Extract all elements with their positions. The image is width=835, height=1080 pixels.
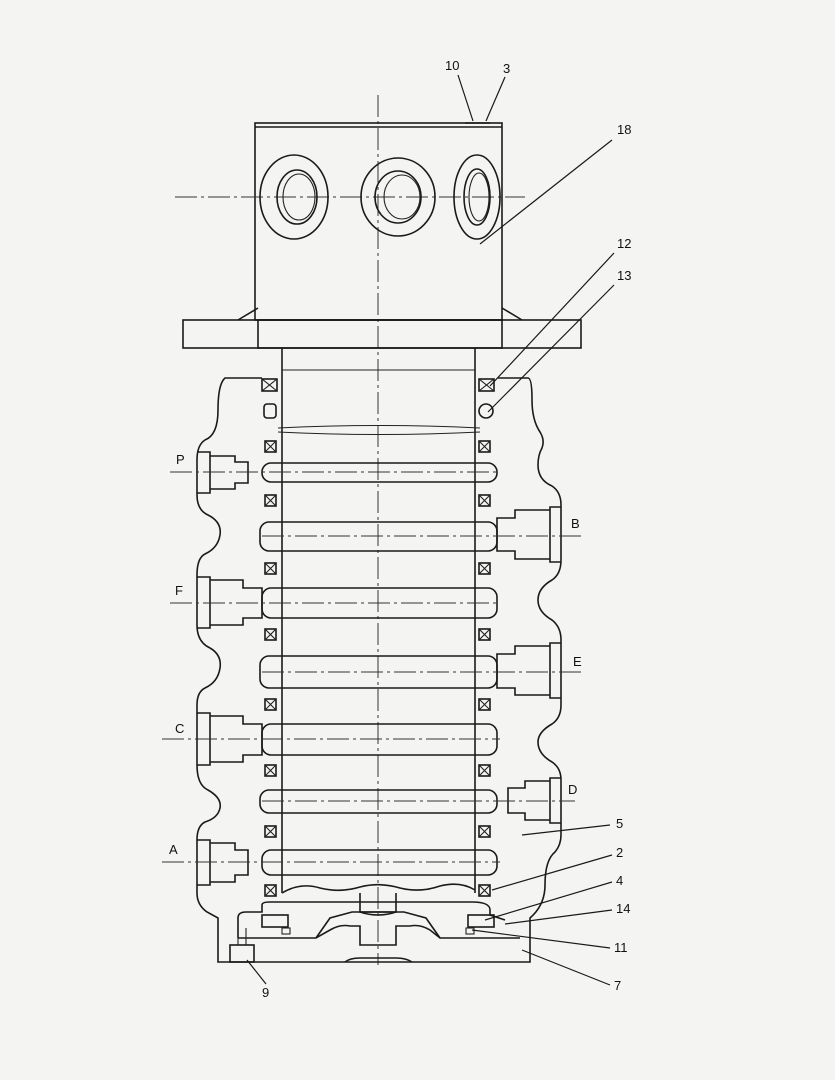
- port-label-B: B: [571, 516, 580, 531]
- callout-7: 7: [614, 978, 621, 993]
- callout-12: 12: [617, 236, 631, 251]
- callout-14: 14: [616, 901, 630, 916]
- callout-3: 3: [503, 61, 510, 76]
- callout-2: 2: [616, 845, 623, 860]
- leader-lines: [246, 74, 615, 986]
- seal-box: [478, 494, 491, 507]
- port-label-A: A: [169, 842, 178, 857]
- rotor-head: [175, 122, 582, 349]
- seal-box: [478, 764, 491, 777]
- seal-rings: [261, 378, 495, 897]
- seal-box: [478, 698, 491, 711]
- seal-box: [264, 494, 277, 507]
- o-rings: [263, 403, 494, 419]
- seal-box: [478, 440, 491, 453]
- callout-5: 5: [616, 816, 623, 831]
- seal-box: [478, 562, 491, 575]
- seal-box: [478, 884, 491, 897]
- callout-10: 10: [445, 58, 459, 73]
- seal-box: [264, 698, 277, 711]
- stator-body: [196, 377, 562, 963]
- seal-box: [261, 378, 278, 392]
- callout-13: 13: [617, 268, 631, 283]
- seal-box: [264, 628, 277, 641]
- callout-18: 18: [617, 122, 631, 137]
- port-label-P: P: [176, 452, 185, 467]
- seal-box: [264, 884, 277, 897]
- seal-box: [264, 562, 277, 575]
- port-label-E: E: [573, 654, 582, 669]
- seal-box: [264, 825, 277, 838]
- center-shaft: [277, 348, 481, 916]
- seal-box: [264, 440, 277, 453]
- port-fittings: [197, 451, 561, 886]
- seal-box: [478, 378, 495, 392]
- callout-11: 11: [614, 940, 628, 955]
- seal-box: [478, 628, 491, 641]
- port-label-D: D: [568, 782, 577, 797]
- port-centerlines: [162, 471, 585, 863]
- seal-box: [264, 764, 277, 777]
- seal-box: [478, 825, 491, 838]
- plug-9: [229, 928, 255, 963]
- port-label-C: C: [175, 721, 184, 736]
- port-label-F: F: [175, 583, 183, 598]
- callout-4: 4: [616, 873, 623, 888]
- callout-9: 9: [262, 985, 269, 1000]
